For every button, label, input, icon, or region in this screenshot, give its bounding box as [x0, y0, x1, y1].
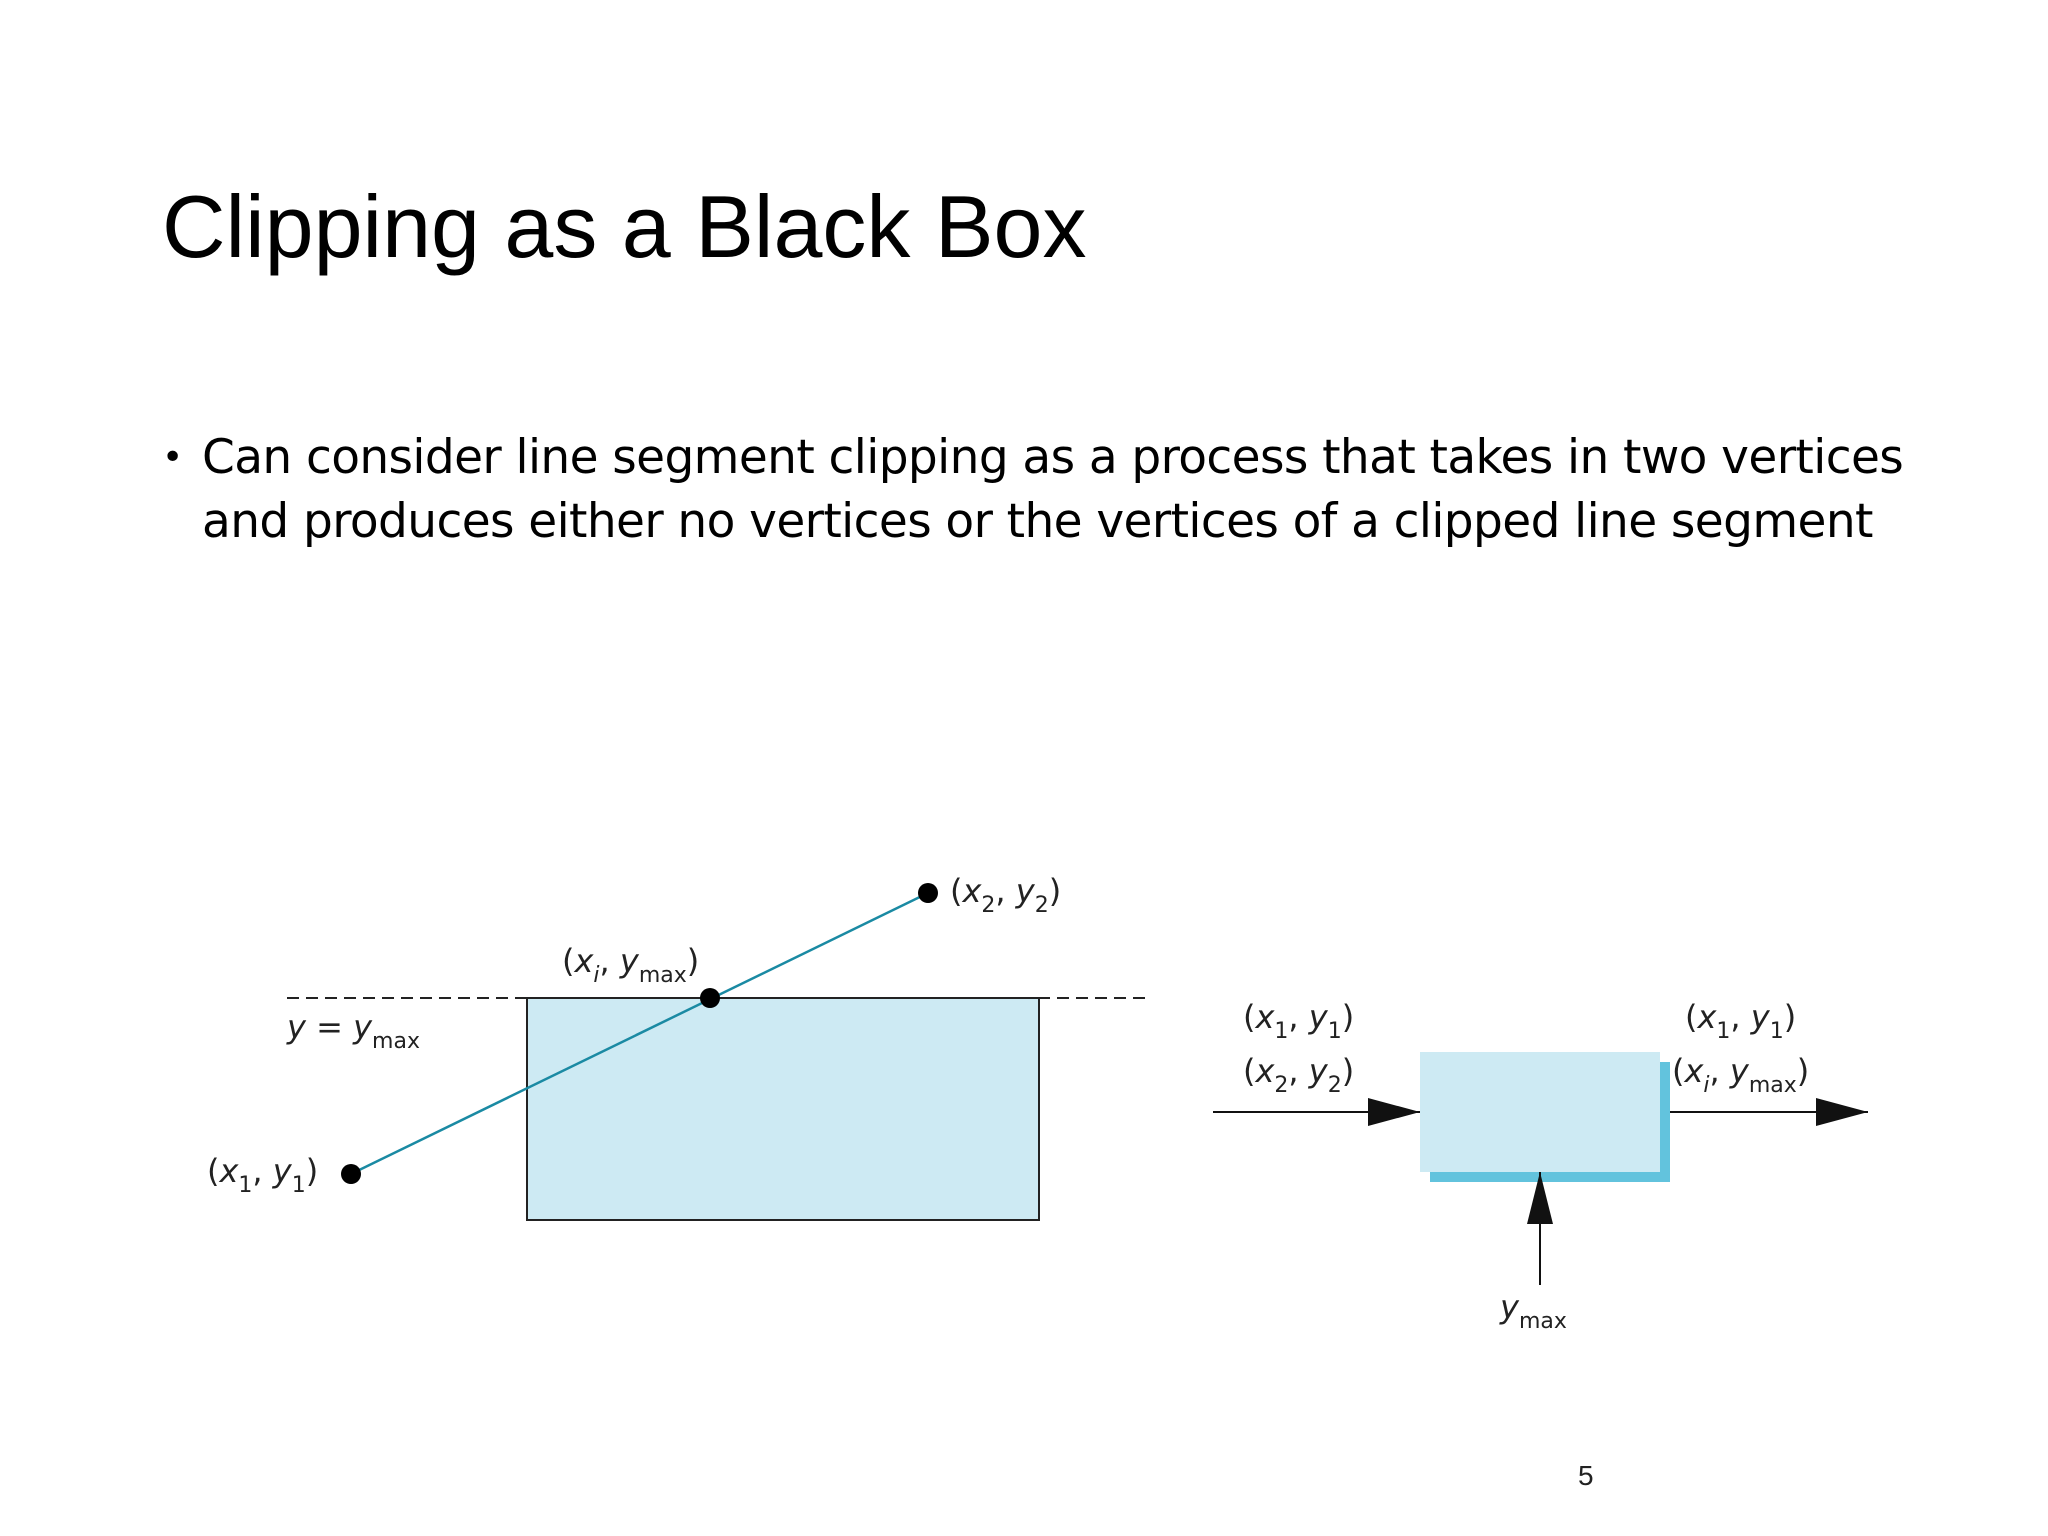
output-label-1: (x1, y1) — [1685, 998, 1796, 1044]
boundary-label: y = ymax — [286, 1008, 420, 1054]
vertex-p1 — [341, 1164, 361, 1184]
bullet-dot-icon: • — [162, 437, 183, 478]
page-number: 5 — [1578, 1460, 1594, 1491]
output-label-2: (xi, ymax) — [1672, 1052, 1809, 1098]
control-label: ymax — [1499, 1288, 1567, 1334]
bullet-text: Can consider line segment clipping as a … — [202, 430, 1904, 549]
vertex-p2 — [918, 883, 938, 903]
output-arrow-head-icon — [1816, 1098, 1868, 1126]
input-label-2: (x2, y2) — [1243, 1052, 1354, 1098]
input-arrow-head-icon — [1368, 1098, 1420, 1126]
clip-diagram: y = ymax (x2, y2) (xi, ymax) (x1, y1) — [207, 872, 1150, 1221]
intersection-label: (xi, ymax) — [562, 942, 699, 988]
bullet-item: • Can consider line segment clipping as … — [162, 426, 1922, 554]
bullet-list: • Can consider line segment clipping as … — [162, 426, 1922, 554]
p1-label: (x1, y1) — [207, 1152, 318, 1198]
black-box — [1420, 1052, 1660, 1172]
control-arrow-head-icon — [1527, 1172, 1553, 1224]
vertex-intersection — [700, 988, 720, 1008]
line-segment — [350, 891, 929, 1176]
clip-region — [526, 997, 1040, 1221]
slide-title: Clipping as a Black Box — [162, 177, 1087, 276]
input-label-1: (x1, y1) — [1243, 998, 1354, 1044]
p2-label: (x2, y2) — [950, 872, 1061, 918]
black-box-diagram: (x1, y1) (x2, y2) (x1, y1) (xi, ymax) ym… — [1213, 998, 1868, 1334]
